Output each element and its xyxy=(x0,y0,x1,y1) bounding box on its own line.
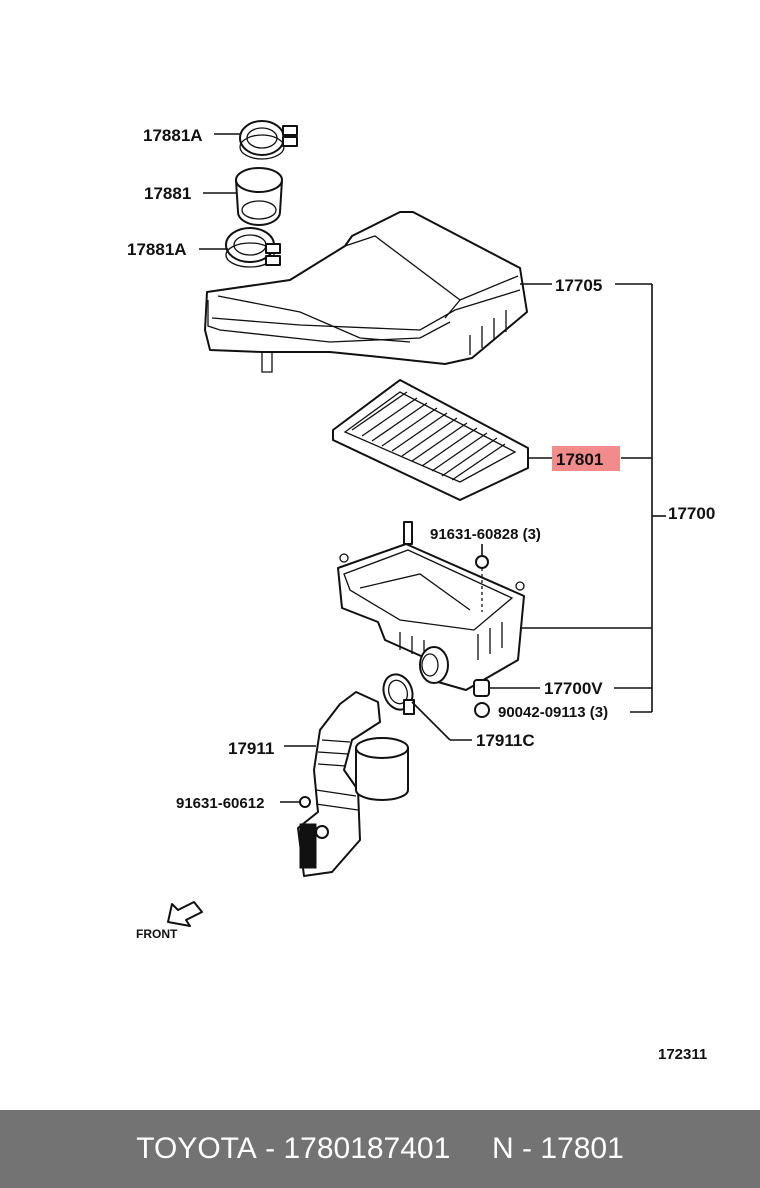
hose-sleeve[interactable] xyxy=(235,167,283,226)
intake-hose[interactable] xyxy=(297,691,409,877)
callout-cap-assy[interactable]: 17705 xyxy=(555,276,602,295)
footer-separator: - xyxy=(256,1132,284,1165)
footer-separator-2: - xyxy=(513,1132,541,1165)
callout-intake-clamp[interactable]: 17911C xyxy=(476,731,535,750)
front-label: FRONT xyxy=(136,927,178,941)
footer-brand: TOYOTA xyxy=(136,1132,257,1165)
callout-clip-upper[interactable]: 91631-60828 (3) xyxy=(430,526,541,543)
air-cleaner-cap[interactable] xyxy=(204,211,528,373)
footer-part-number: 1780187401 xyxy=(283,1132,451,1165)
callout-element[interactable]: 17801 xyxy=(556,450,603,469)
footer-ref-prefix: N xyxy=(492,1132,514,1165)
parts-diagram: 17881A 17881 17881A 17705 17801 17700 91… xyxy=(127,120,715,1063)
callout-grommet[interactable]: 17700V xyxy=(544,679,603,698)
hose-clamp-top[interactable] xyxy=(239,120,298,160)
air-filter-element[interactable] xyxy=(332,379,529,501)
callout-clamp-bottom[interactable]: 17881A xyxy=(127,240,187,259)
front-arrow-icon xyxy=(167,901,203,927)
grommet[interactable] xyxy=(473,679,490,697)
callout-nut[interactable]: 90042-09113 (3) xyxy=(498,704,608,721)
figure-number: 172311 xyxy=(658,1046,707,1063)
callout-assembly[interactable]: 17700 xyxy=(668,504,715,523)
callout-hose-sleeve[interactable]: 17881 xyxy=(144,184,191,203)
callout-clamp-top[interactable]: 17881A xyxy=(143,126,203,145)
part-info-footer: TOYOTA - 1780187401 N - 17801 xyxy=(0,1110,760,1188)
footer-gap xyxy=(450,1132,492,1166)
leader-lines xyxy=(199,133,666,803)
footer-ref-code: 17801 xyxy=(540,1132,624,1165)
highlight-box xyxy=(552,446,620,471)
callout-clip-lower[interactable]: 91631-60612 xyxy=(176,795,264,812)
clip-lower[interactable] xyxy=(299,796,311,808)
nut[interactable] xyxy=(474,702,490,718)
hose-clamp-bottom[interactable] xyxy=(225,227,281,268)
air-cleaner-case[interactable] xyxy=(337,521,525,691)
intake-hose-clamp[interactable] xyxy=(379,670,418,715)
callout-intake-hose[interactable]: 17911 xyxy=(228,739,274,758)
